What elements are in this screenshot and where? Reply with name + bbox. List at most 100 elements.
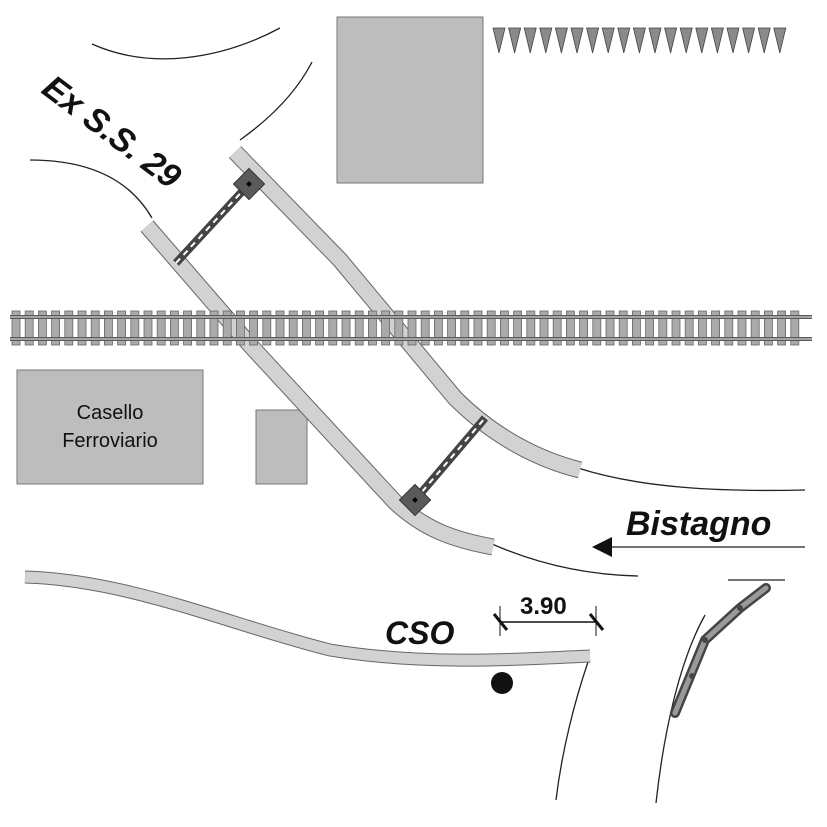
rail-sleeper	[249, 310, 259, 346]
rail-sleeper	[750, 310, 760, 346]
hedge-row	[492, 27, 787, 54]
dimension-marker	[492, 606, 605, 636]
rail-sleeper	[262, 310, 272, 346]
edge-line-top-left	[91, 27, 281, 60]
rail-sleeper	[513, 310, 522, 346]
hedge-triangle	[570, 27, 584, 54]
hedge-triangle	[539, 27, 553, 54]
direction-label: Bistagno	[626, 505, 771, 543]
rail-sleeper	[566, 310, 575, 346]
rail-sleeper	[420, 310, 430, 346]
rail-sleeper	[658, 310, 668, 346]
building-casello	[16, 369, 204, 485]
rail-sleeper	[605, 310, 615, 346]
rail-sleeper	[539, 310, 549, 346]
edge-lines	[29, 27, 806, 804]
rail-sleeper	[645, 310, 654, 346]
hedge-triangle	[773, 27, 787, 54]
road-band-left-fill	[141, 221, 495, 555]
rail-sleeper	[169, 310, 179, 346]
arrow-icon	[592, 537, 612, 557]
rail-sleeper	[632, 310, 641, 346]
rail-sleeper	[790, 310, 800, 346]
rail-sleeper	[764, 310, 773, 346]
rail-sleeper	[143, 310, 153, 346]
road-label: Ex S.S. 29	[35, 68, 188, 196]
rail-sleeper	[301, 310, 311, 346]
edge-line-cso-side	[555, 661, 589, 801]
rail-sleeper	[130, 310, 140, 346]
hedge-triangle	[508, 27, 522, 54]
hedge-triangle	[617, 27, 631, 54]
hedge-triangle	[710, 27, 724, 54]
hedge-triangle	[632, 27, 646, 54]
rail-sleeper	[460, 310, 470, 346]
rail-sleeper	[64, 310, 74, 346]
building-top	[336, 16, 484, 184]
road-bands	[24, 146, 591, 667]
rail-sleeper	[328, 310, 338, 346]
rail-sleeper	[592, 310, 602, 346]
rail-sleeper	[381, 310, 391, 346]
rail-sleeper	[209, 310, 219, 346]
road-band-right-fill	[229, 146, 582, 478]
rail-sleeper	[315, 310, 325, 346]
hedge-triangle	[679, 27, 693, 54]
hedge-triangle	[757, 27, 771, 54]
rail-sleeper	[698, 310, 707, 346]
rail-sleeper	[183, 310, 193, 346]
rail-sleeper	[711, 310, 720, 346]
rail-sleeper	[196, 310, 206, 346]
rail-sleeper	[552, 310, 562, 346]
edge-line-bistagno-upper	[577, 467, 806, 492]
hedge-triangle	[492, 27, 506, 54]
hedge-triangle	[601, 27, 615, 54]
rail-sleeper	[235, 310, 245, 346]
rail-sleeper	[473, 310, 483, 346]
edge-line-bistagno-lower	[491, 543, 639, 577]
rail-sleeper	[367, 310, 377, 346]
rail-sleeper	[354, 310, 364, 346]
edge-line-right-bottom	[655, 614, 706, 804]
cso-point-marker	[491, 672, 513, 694]
hedge-triangle	[554, 27, 568, 54]
rail-sleeper	[684, 310, 694, 346]
rail-sleeper	[275, 310, 285, 346]
rail-sleeper	[579, 310, 588, 346]
rail-sleeper	[407, 310, 417, 346]
railway	[10, 310, 812, 346]
hedge-triangle	[586, 27, 600, 54]
hedge-triangle	[695, 27, 709, 54]
rail-sleepers	[11, 310, 800, 346]
cso-label: CSO	[385, 615, 454, 651]
rail-sleeper	[724, 310, 734, 346]
barrier-south	[398, 415, 489, 517]
road-band-cso-fill	[24, 571, 591, 666]
hedge-triangle	[664, 27, 678, 54]
rail-sleeper	[288, 310, 298, 346]
rail-sleeper	[90, 310, 100, 346]
rail-sleeper	[11, 310, 21, 346]
rail-sleeper	[486, 310, 496, 346]
rail-sleeper	[222, 310, 232, 346]
rail-sleeper	[777, 310, 786, 346]
rail-sleeper	[51, 310, 60, 346]
rail-sleeper	[156, 310, 166, 346]
wall-right	[670, 583, 771, 718]
rail-sleeper	[671, 310, 681, 346]
rail-sleeper	[737, 310, 747, 346]
building-label-line1: Casello	[77, 402, 144, 424]
rail-sleeper	[77, 310, 87, 346]
rail-sleeper	[104, 310, 113, 346]
hedge-triangle	[742, 27, 756, 54]
edge-line-left	[29, 159, 153, 219]
edge-line-top	[239, 61, 313, 141]
rail-sleeper	[433, 310, 443, 346]
rail-sleeper	[341, 310, 351, 346]
rail-sleeper	[394, 310, 404, 346]
rail-sleeper	[117, 310, 126, 346]
rail-sleeper	[447, 310, 457, 346]
hedge-triangle	[648, 27, 662, 54]
dimension-label: 3.90	[520, 593, 567, 620]
